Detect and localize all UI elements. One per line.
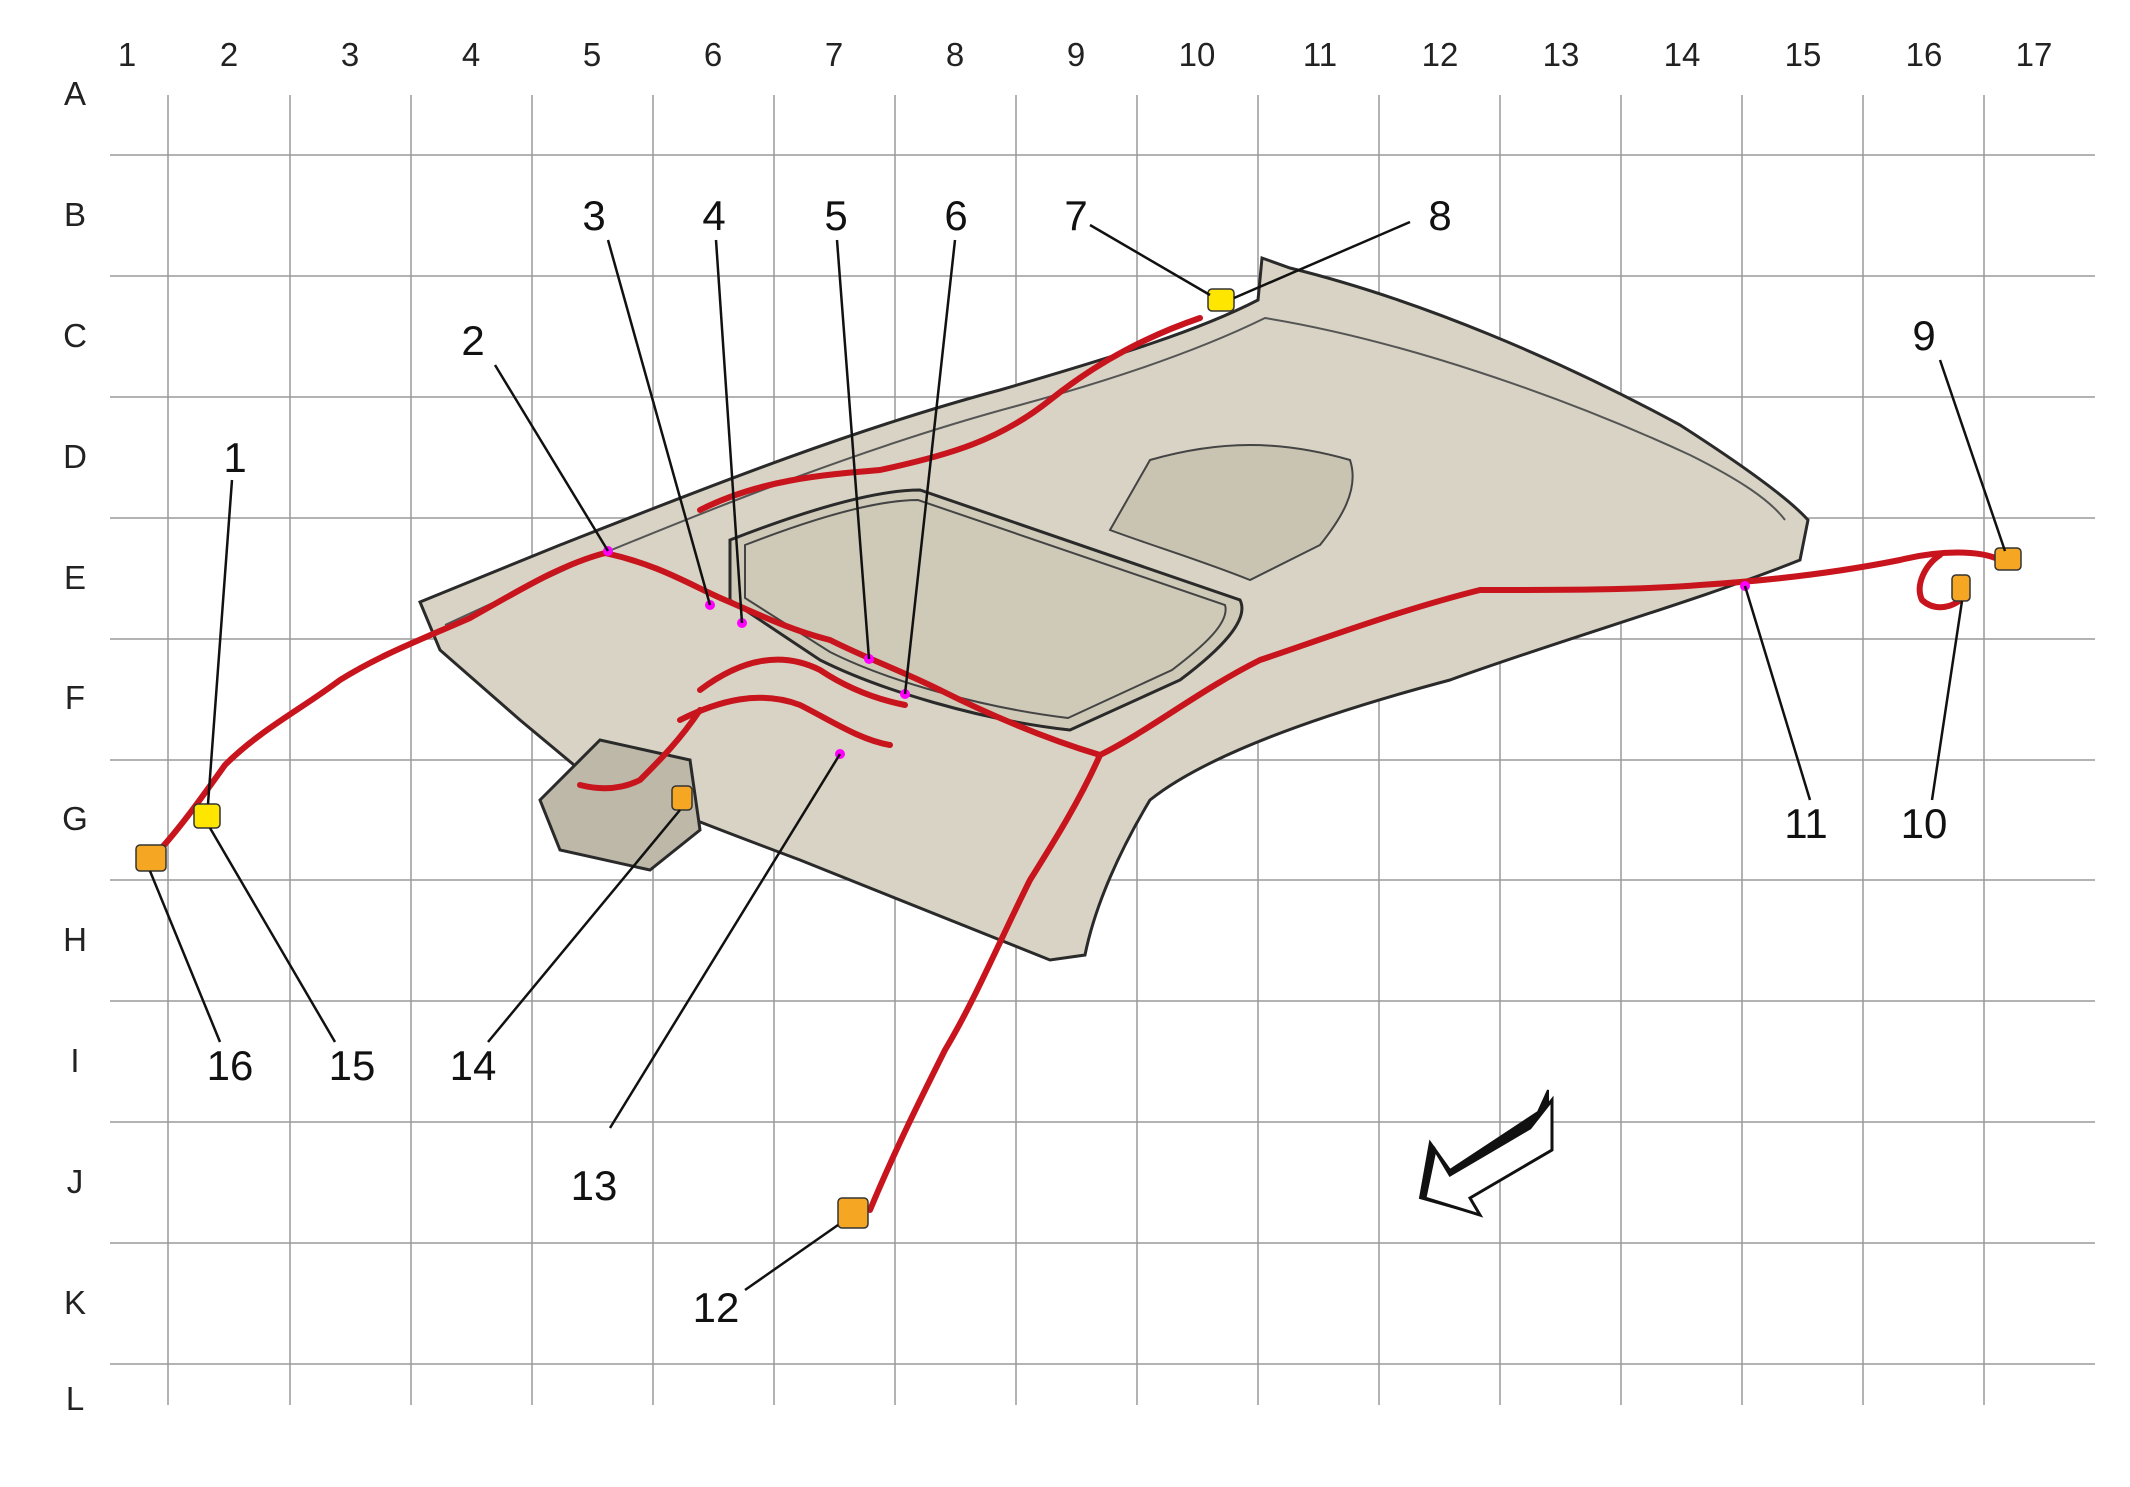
row-label-G: G: [62, 800, 88, 837]
harness-center-bundle-a: [697, 656, 908, 708]
column-label-2: 2: [220, 36, 238, 73]
column-label-16: 16: [1906, 36, 1943, 73]
row-label-A: A: [64, 75, 86, 112]
callout-13: 13: [571, 1162, 618, 1209]
harness-front-trunk: [602, 550, 943, 693]
row-label-L: L: [66, 1380, 84, 1417]
column-label-10: 10: [1179, 36, 1216, 73]
leader-16: [148, 870, 222, 1043]
harness-center-bundle-b: [677, 694, 893, 748]
column-labels: 1 2 3 4 5 6 7 8 9 10 11 12 13 14 15 16 1…: [118, 36, 2053, 73]
leader-4: [714, 239, 744, 624]
overhead-console-module: [538, 738, 702, 872]
leader-10: [1930, 600, 1964, 801]
callout-labels: 1 2 3 4 5 6 7 8 9 10 11 12 13 14 15 16: [207, 192, 1948, 1331]
row-label-F: F: [65, 679, 85, 716]
row-label-H: H: [63, 921, 87, 958]
callout-12: 12: [693, 1284, 740, 1331]
harness-right-loop: [1916, 552, 1968, 611]
connector-10: [1951, 574, 1971, 602]
callout-1: 1: [223, 434, 246, 481]
callout-10: 10: [1901, 800, 1948, 847]
row-label-I: I: [70, 1042, 79, 1079]
leader-12: [744, 1223, 839, 1292]
harness-top-branch: [697, 315, 1203, 513]
callout-2: 2: [461, 317, 484, 364]
row-label-K: K: [64, 1284, 86, 1321]
row-label-B: B: [64, 196, 86, 233]
column-label-12: 12: [1422, 36, 1459, 73]
sunroof-glass-outline: [744, 498, 1227, 720]
front-direction-arrow-icon: [1418, 1089, 1554, 1218]
row-label-D: D: [63, 438, 87, 475]
callout-5: 5: [824, 192, 847, 239]
connector-12: [837, 1197, 869, 1229]
leader-7: [1089, 223, 1211, 297]
leader-13: [608, 753, 842, 1129]
callout-6: 6: [944, 192, 967, 239]
leader-6: [903, 239, 957, 695]
callout-11: 11: [1784, 800, 1828, 847]
column-label-8: 8: [946, 36, 964, 73]
headliner-inner-edge: [444, 316, 1786, 626]
callout-7: 7: [1064, 192, 1087, 239]
leader-3: [606, 239, 712, 606]
callout-9: 9: [1912, 312, 1935, 359]
grid-lines: [110, 95, 2095, 1405]
connector-15: [193, 803, 221, 829]
column-label-5: 5: [583, 36, 601, 73]
column-label-14: 14: [1664, 36, 1701, 73]
column-label-3: 3: [341, 36, 359, 73]
leader-9: [1938, 359, 2007, 552]
column-label-17: 17: [2016, 36, 2053, 73]
row-labels: A B C D E F G H I J K L: [62, 75, 88, 1417]
leader-lines: [148, 220, 2007, 1292]
sunroof-opening: [728, 488, 1244, 732]
row-label-E: E: [64, 559, 86, 596]
row-label-C: C: [63, 317, 87, 354]
column-label-7: 7: [825, 36, 843, 73]
callout-16: 16: [207, 1042, 254, 1089]
connector-9: [1994, 547, 2022, 571]
connector-14: [671, 785, 693, 811]
callout-4: 4: [702, 192, 725, 239]
leader-11: [1743, 585, 1812, 801]
rear-sunroof-panel: [1108, 444, 1354, 582]
callout-8: 8: [1428, 192, 1451, 239]
leader-8: [1233, 220, 1411, 300]
leader-1: [206, 479, 234, 805]
column-label-6: 6: [704, 36, 722, 73]
leader-14: [487, 809, 681, 1043]
harness-console-branch: [577, 707, 703, 792]
callout-14: 14: [450, 1042, 497, 1089]
callout-15: 15: [329, 1042, 376, 1089]
harness-down-branch: [867, 752, 1103, 1213]
column-label-13: 13: [1543, 36, 1580, 73]
callout-3: 3: [582, 192, 605, 239]
column-label-11: 11: [1303, 36, 1337, 73]
headliner-panel: [418, 255, 1810, 962]
row-label-J: J: [67, 1163, 84, 1200]
column-label-4: 4: [462, 36, 480, 73]
connector-16: [135, 844, 167, 872]
column-label-9: 9: [1067, 36, 1085, 73]
column-label-15: 15: [1785, 36, 1822, 73]
leader-5: [835, 239, 871, 660]
connector-8: [1207, 288, 1235, 312]
column-label-1: 1: [118, 36, 136, 73]
leader-15: [208, 827, 337, 1043]
leader-2: [493, 364, 610, 552]
